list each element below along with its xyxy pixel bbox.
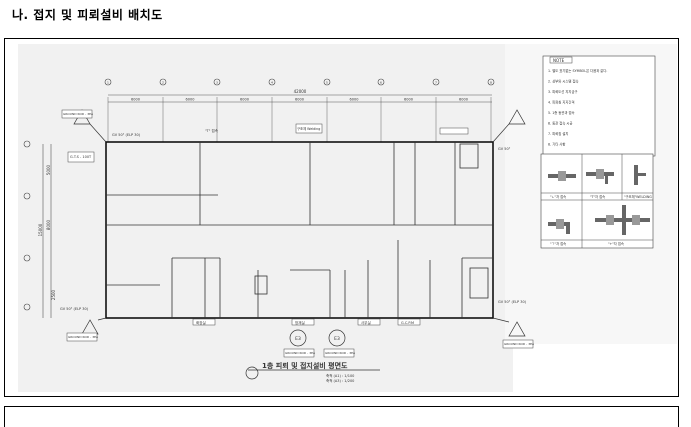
note-item: 1. 별도 표기없는 SYMBOL은 다음과 같다. <box>548 68 607 73</box>
grid-mark: 1 <box>107 81 109 85</box>
row-bubbles <box>23 140 31 311</box>
notes-list: 1. 별도 표기없는 SYMBOL은 다음과 같다. 2. 상부와 시스템 접속 3… <box>548 68 607 147</box>
label-box <box>295 123 323 134</box>
overall-dimension: 42000 <box>294 89 307 94</box>
grid-mark: 6 <box>380 81 382 85</box>
grid-mark: 2 <box>162 81 164 85</box>
grid-bubble <box>213 78 221 86</box>
ground-electrode-icon <box>289 329 307 347</box>
detail-caption: "T"자 접속 <box>590 194 605 199</box>
note-item: 7. 피뢰침 설치 <box>548 131 568 136</box>
bay-dimensions: 6000 6000 6000 6000 6000 6000 6000 <box>131 98 468 102</box>
welding-label: 구조체 Welding <box>297 126 320 131</box>
grid-bubble <box>377 78 385 86</box>
scale-a1: 축척 (A1) : 1/100 <box>326 373 354 378</box>
interior-walls <box>106 142 493 318</box>
note-item: 6. 동관 접속 시공 <box>548 121 573 126</box>
gv-label: GV 50° <box>498 147 511 151</box>
note-item: 5. 1층 동관과 접속 <box>548 110 575 115</box>
grid-mark: 4 <box>271 81 273 85</box>
ground-rod-label: GROUND ROD - 3EA <box>68 335 99 339</box>
grid-bubble <box>323 78 331 86</box>
grid-bubble <box>432 78 440 86</box>
side-dimension: 8000 <box>46 219 51 230</box>
details-grid <box>541 154 653 248</box>
t-joint-label: "T" 접속 <box>205 128 219 133</box>
ground-rod-labels: GROUND ROD - 3EA GROUND ROD - 3EA GROUND… <box>61 109 535 358</box>
notes-heading: NOTE <box>553 58 565 63</box>
detail-caption: "ㄱ"자 접속 <box>550 241 566 246</box>
room-label: 방재실 <box>295 320 305 325</box>
room-labels: 방재실 화장실 사무실 G.C.P.M <box>192 318 421 326</box>
gv-label: GV 50° (ELP 30) <box>498 300 527 304</box>
scale-a3: 축척 (A3) : 1/200 <box>326 378 354 383</box>
bay-dimension: 6000 <box>459 98 468 102</box>
bay-dimension: 6000 <box>295 98 304 102</box>
next-frame <box>4 406 679 427</box>
grid-bubble <box>268 78 276 86</box>
ground-rod-label: GROUND ROD - 3EA <box>325 351 356 355</box>
drawing-title: 1층 피뢰 및 접지설비 평면도 <box>262 361 348 370</box>
side-dimension: 2500 <box>51 289 56 300</box>
detail-caption: "ㄴ"자 접속 <box>550 194 566 199</box>
ground-rod-label: GROUND ROD - 3EA <box>504 342 535 346</box>
bay-dimension: 6000 <box>131 98 140 102</box>
grid-mark: 3 <box>216 81 218 85</box>
label-box <box>67 151 95 163</box>
detail-caption: "구조체"WELDING <box>624 194 652 199</box>
bay-dimension: 6000 <box>350 98 359 102</box>
notes-box <box>542 55 656 157</box>
detail-diagrams <box>548 165 650 235</box>
detail-captions: "ㄴ"자 접속 "T"자 접속 "구조체"WELDING "ㄱ"자 접속 "+"… <box>550 194 652 246</box>
ground-rod-label: GROUND ROD - 3EA <box>285 351 316 355</box>
grid-lines: 1 2 3 4 5 6 7 8 <box>104 78 495 142</box>
label-box <box>439 127 469 135</box>
gts-label: G.T.S - 100T <box>70 155 92 159</box>
electrode-label: E3 <box>295 336 301 342</box>
grid-bubble <box>104 78 112 86</box>
grid-mark: 5 <box>326 81 328 85</box>
grid-mark: 8 <box>490 81 492 85</box>
room-label: 사무실 <box>361 320 371 325</box>
gv-label: GV 50° (ELP 30) <box>112 133 141 137</box>
bay-dimension: 6000 <box>186 98 195 102</box>
gcpm-label: G.C.P.M <box>401 321 414 325</box>
note-item: 3. 피뢰도선 지지금구 <box>548 89 578 94</box>
note-item: 4. 피뢰침 지지간격 <box>548 100 574 105</box>
ground-electrode-icon <box>328 329 346 347</box>
section-title: 나. 접지 및 피뢰설비 배치도 <box>12 8 163 22</box>
north-arrow-icon <box>245 366 259 380</box>
drawing-frame <box>4 38 679 397</box>
side-dimension: 15000 <box>38 223 43 236</box>
grid-mark: 7 <box>435 81 437 85</box>
building-outline <box>105 141 494 319</box>
electrode-label: E3 <box>334 336 340 342</box>
grid-bubble <box>487 78 495 86</box>
ground-rod-label: GROUND ROD - 3EA <box>63 112 94 116</box>
detail-caption: "+"자 접속 <box>608 241 624 246</box>
note-item: 2. 상부와 시스템 접속 <box>548 79 579 84</box>
notes-heading-box <box>549 56 573 64</box>
room-label: 화장실 <box>196 320 206 325</box>
note-item: 8. 기타 사항 <box>548 142 565 147</box>
grid-bubble <box>159 78 167 86</box>
bay-dimension: 6000 <box>240 98 249 102</box>
gv-label: GV 50° (ELP 30) <box>60 307 89 311</box>
bay-dimension: 6000 <box>404 98 413 102</box>
side-dimension: 5000 <box>46 164 51 175</box>
